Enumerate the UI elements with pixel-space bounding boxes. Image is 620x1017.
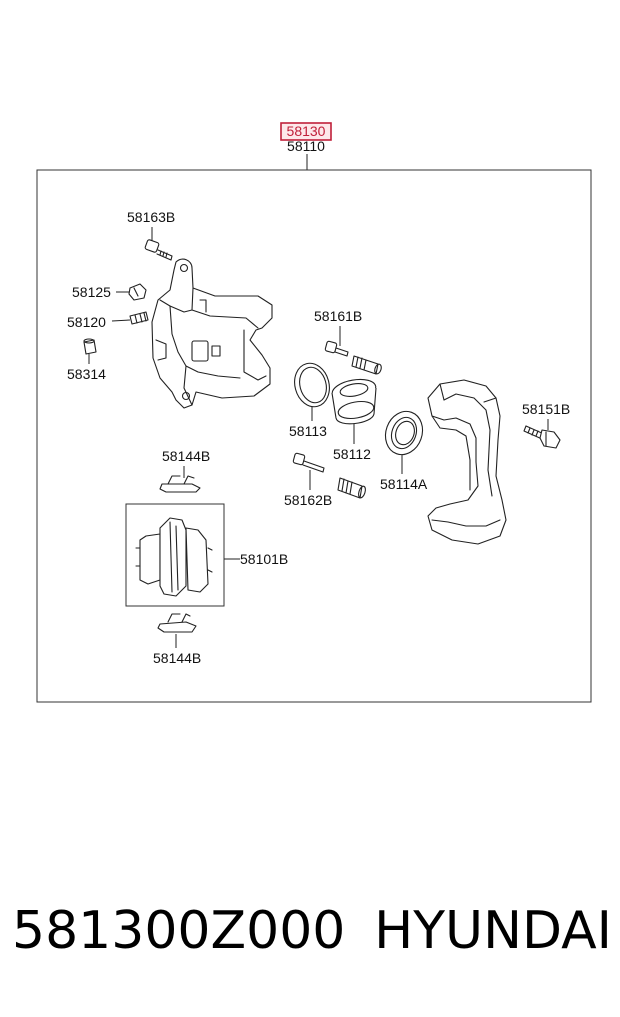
callout-58125[interactable]: 58125 bbox=[72, 284, 111, 300]
callout-58120[interactable]: 58120 bbox=[67, 314, 106, 330]
caliper-housing bbox=[151, 258, 273, 409]
piston-58112 bbox=[331, 378, 377, 425]
highlight-box bbox=[280, 122, 332, 141]
assembly-frame bbox=[36, 169, 592, 703]
callout-58161B[interactable]: 58161B bbox=[314, 308, 362, 324]
part-number: 581300Z000 bbox=[12, 901, 346, 961]
brake-pads-58101B bbox=[135, 517, 213, 597]
bolt-58161B bbox=[324, 340, 349, 357]
callout-58113[interactable]: 58113 bbox=[289, 423, 327, 439]
caliper-bracket bbox=[427, 379, 507, 545]
bolt-58151B bbox=[523, 425, 561, 449]
boot-58114A bbox=[384, 410, 424, 456]
guide-pin-upper bbox=[351, 355, 382, 375]
bolt-58163B bbox=[144, 239, 173, 261]
clip-58144B-lower bbox=[157, 613, 197, 633]
callout-58144B-lower[interactable]: 58144B bbox=[153, 650, 201, 666]
brand-name: HYUNDAI bbox=[374, 901, 612, 961]
cap-58125 bbox=[128, 283, 147, 301]
bleeder-58120 bbox=[129, 311, 149, 325]
callout-58314[interactable]: 58314 bbox=[67, 366, 106, 382]
seal-58113 bbox=[294, 362, 330, 408]
guide-pin-lower bbox=[337, 477, 366, 499]
callout-58144B-upper[interactable]: 58144B bbox=[162, 448, 210, 464]
callout-58151B[interactable]: 58151B bbox=[522, 401, 570, 417]
clip-58144B-upper bbox=[159, 475, 201, 493]
callout-58163B[interactable]: 58163B bbox=[127, 209, 175, 225]
pad-set-box bbox=[125, 503, 225, 607]
callout-58114A[interactable]: 58114A bbox=[380, 476, 428, 492]
callout-58101B[interactable]: 58101B bbox=[240, 551, 288, 567]
callout-58130[interactable]: 58130 bbox=[287, 123, 326, 139]
leader-58120 bbox=[111, 319, 131, 322]
callout-58112[interactable]: 58112 bbox=[333, 446, 371, 462]
cap-58314 bbox=[83, 338, 97, 355]
footer-caption: 581300Z000 HYUNDAI bbox=[12, 905, 612, 957]
bolt-58162B bbox=[292, 452, 325, 473]
callout-58162B[interactable]: 58162B bbox=[284, 492, 332, 508]
callout-58110[interactable]: 58110 bbox=[287, 138, 325, 154]
